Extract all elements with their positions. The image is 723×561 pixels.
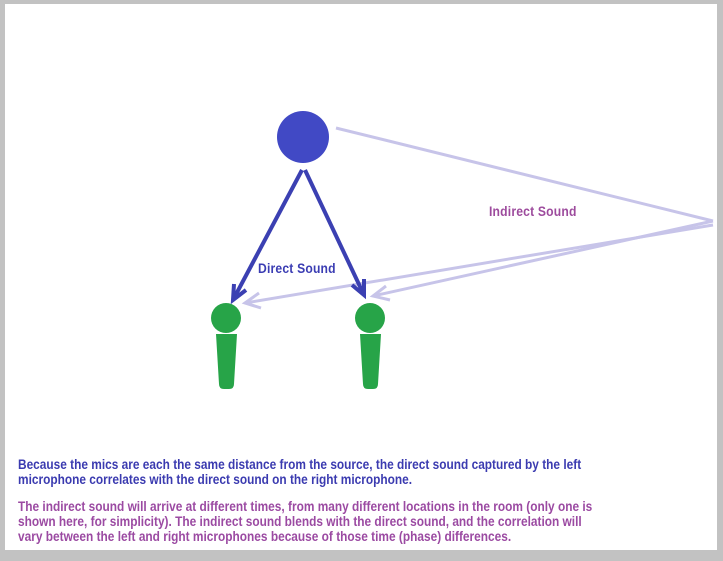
diagram-canvas: Direct Sound Indirect Sound Because the … [5, 4, 717, 550]
indirect-sound-path-return-right [372, 219, 714, 298]
indirect-sound-label: Indirect Sound [489, 204, 577, 219]
diagram-graphics [211, 111, 714, 389]
indirect-sound-caption: The indirect sound will arrive at differ… [18, 499, 671, 544]
caption-line: vary between the left and right micropho… [18, 529, 512, 544]
indirect-arrowhead-left-icon [241, 291, 262, 310]
caption-line: shown here, for simplicity). The indirec… [18, 514, 582, 529]
microphone-right-icon [355, 303, 385, 389]
indirect-arrowhead-right-icon [369, 284, 391, 302]
direct-arrowhead-left-icon [230, 283, 248, 305]
mic-left-head [211, 303, 241, 333]
mic-right-body [360, 334, 381, 389]
caption-line: Because the mics are each the same dista… [18, 457, 582, 472]
mic-right-head [355, 303, 385, 333]
indirect-sound-path-out [335, 126, 714, 223]
caption-line: The indirect sound will arrive at differ… [18, 499, 593, 514]
microphone-left-icon [211, 303, 241, 389]
sound-source-circle-icon [277, 111, 329, 163]
direct-sound-arrow-left [231, 169, 304, 301]
direct-sound-label: Direct Sound [258, 261, 336, 276]
mic-left-body [216, 334, 237, 389]
direct-sound-arrow-right [303, 169, 366, 296]
direct-arrowhead-right-icon [350, 279, 366, 300]
direct-sound-caption: Because the mics are each the same dista… [18, 457, 658, 487]
caption-line: microphone correlates with the direct so… [18, 472, 413, 487]
